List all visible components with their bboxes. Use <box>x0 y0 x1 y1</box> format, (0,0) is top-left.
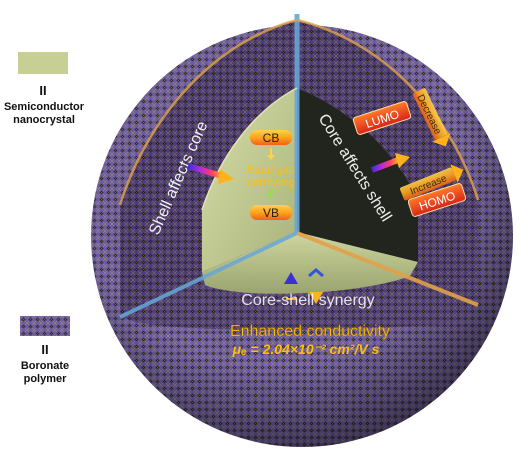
semiconductor-label-1: Semiconductor <box>3 101 85 113</box>
core-wedge <box>202 88 418 294</box>
polymer-numeral: II <box>41 342 49 357</box>
semiconductor-numeral: II <box>39 83 47 98</box>
enhanced-conductivity-label: Enhanced conductivity <box>230 323 390 340</box>
cb-label: CB <box>263 131 280 145</box>
core-shell-synergy-label: Core-shell synergy <box>241 292 374 309</box>
polymer-label-1: Boronate <box>20 360 70 372</box>
polymer-label-2: polymer <box>23 373 67 385</box>
polymer-swatch <box>20 316 70 336</box>
synergy-arrows <box>284 268 324 304</box>
cb-pill <box>250 130 292 145</box>
band-gap-line2: narrowing <box>247 177 295 189</box>
shell-to-core-arrow <box>187 163 234 184</box>
band-gap-group: CB Band gap narrowing VB <box>247 130 295 220</box>
semiconductor-swatch <box>18 52 68 74</box>
mobility-value-label: μₑ = 2.04×10⁻² cm²/V s <box>232 341 380 357</box>
vb-pill <box>250 205 292 220</box>
core-to-shell-arrow <box>370 153 410 173</box>
band-gap-line1: Band gap <box>247 164 294 176</box>
vb-label: VB <box>263 206 279 220</box>
cut-edges <box>118 14 480 319</box>
semiconductor-label-2: nanocrystal <box>13 114 75 126</box>
